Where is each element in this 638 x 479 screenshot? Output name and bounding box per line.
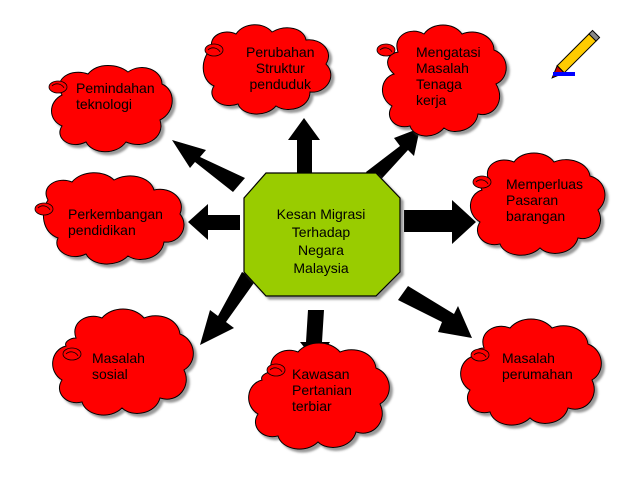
arrow-to-pemindahan	[172, 140, 245, 192]
arrow-to-mengatasi	[366, 128, 420, 185]
label-pemindahan: Pemindahan teknologi	[76, 80, 155, 112]
label-masalah-sosial: Masalah sosial	[92, 350, 145, 382]
label-perubahan: Perubahan Struktur penduduk	[246, 44, 315, 92]
label-kawasan: Kawasan Pertanian terbiar	[292, 366, 352, 414]
swirl-perubahan	[204, 43, 224, 57]
cloud-perubahan	[202, 24, 332, 115]
swirl-pemindahan	[48, 80, 68, 94]
pencil-base-line	[553, 72, 575, 76]
cloud-mengatasi	[382, 24, 507, 137]
label-perkembangan: Perkembangan pendidikan	[68, 206, 163, 238]
arrow-to-perkembangan	[188, 204, 240, 240]
swirl-mengatasi	[376, 43, 396, 57]
cloud-perkembangan	[42, 172, 185, 265]
cloud-pemindahan	[51, 65, 173, 153]
label-mengatasi: Mengatasi Masalah Tenaga kerja	[416, 44, 481, 108]
arrow-to-memperluas	[404, 200, 476, 244]
swirl-kawasan	[266, 363, 286, 377]
cloud-swirls	[34, 43, 492, 377]
swirl-memperluas	[472, 175, 492, 189]
swirl-masalah-perumahan	[470, 348, 490, 362]
clouds	[42, 24, 606, 450]
swirl-masalah-sosial	[62, 347, 82, 361]
center-octagon	[243, 172, 401, 297]
center-label: Kesan Migrasi Terhadap Negara Malaysia	[276, 206, 366, 276]
cloud-memperluas	[470, 152, 606, 256]
swirl-perkembangan	[34, 202, 54, 216]
cloud-masalah-sosial	[52, 308, 194, 416]
arrow-to-masalah-sosial	[200, 272, 256, 345]
arrow-to-masalah-perumahan	[398, 286, 472, 338]
cloud-masalah-perumahan	[460, 318, 602, 426]
label-memperluas: Memperluas Pasaran barangan	[506, 176, 584, 224]
label-masalah-perumahan: Masalah perumahan	[502, 350, 573, 382]
